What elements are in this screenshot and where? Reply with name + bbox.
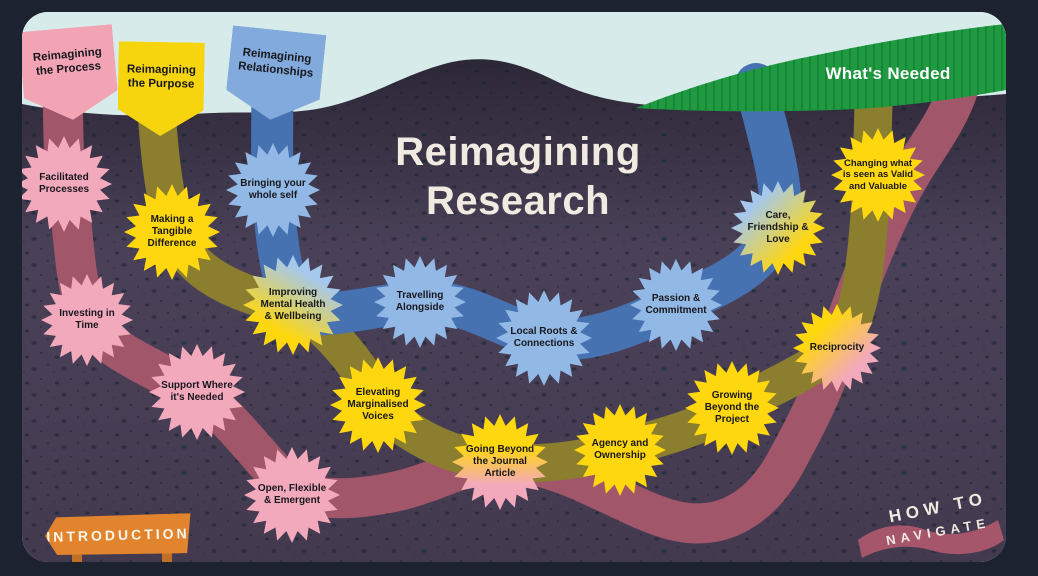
- map-panel: Reimagining the Process Reimagining the …: [22, 12, 1006, 562]
- flag-label: Reimagining the Process: [32, 45, 103, 78]
- page-title-line1: Reimagining: [395, 130, 641, 174]
- page-title-line2: Research: [425, 178, 611, 223]
- flag-label: Reimagining Relationships: [237, 46, 314, 80]
- how-to-navigate-sign[interactable]: HOW TO NAVIGATE: [850, 482, 1006, 562]
- hill-hatch: [636, 24, 1006, 112]
- page-title: Reimagining Research: [340, 128, 696, 226]
- introduction-sign-post-right: [162, 551, 172, 562]
- navigate-ribbon: [858, 520, 1004, 558]
- flag-label: Reimagining the Purpose: [126, 63, 197, 91]
- whats-needed-label[interactable]: What's Needed: [825, 64, 951, 83]
- introduction-sign-post-left: [72, 551, 82, 562]
- introduction-sign[interactable]: INTRODUCTION: [45, 513, 192, 557]
- introduction-sign-label: INTRODUCTION: [46, 525, 190, 545]
